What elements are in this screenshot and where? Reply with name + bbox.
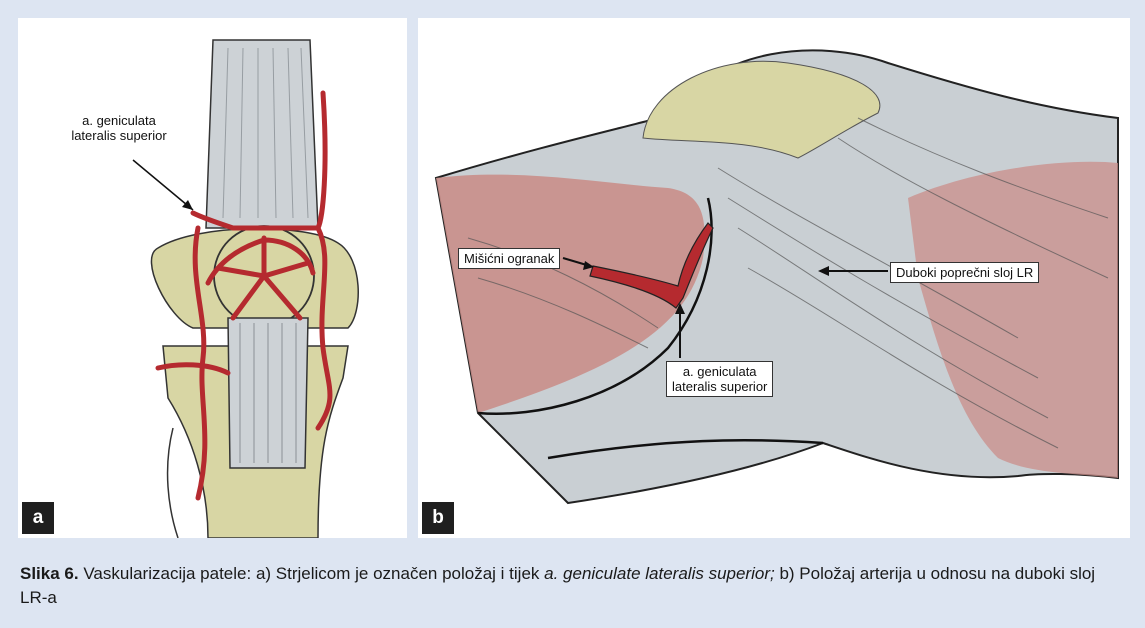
figure-panel-a: a. geniculata lateralis superior a <box>18 18 407 538</box>
muscular-branch-label: Mišićni ogranak <box>458 248 560 269</box>
artery-label-a-line2: lateralis superior <box>54 128 184 143</box>
artery-label-b-line2: lateralis superior <box>672 379 767 394</box>
deep-layer-label: Duboki poprečni sloj LR <box>890 262 1039 283</box>
panel-b-letter: b <box>422 502 454 534</box>
artery-label-a: a. geniculata lateralis superior <box>54 113 184 143</box>
caption-figure-number: Slika 6. <box>20 564 79 583</box>
figure-panel-b: Mišićni ogranak Duboki poprečni sloj LR … <box>418 18 1130 538</box>
artery-label-b: a. geniculata lateralis superior <box>666 361 773 397</box>
knee-vascular-illustration <box>18 18 407 538</box>
caption-text-part1: Vaskularizacija patele: a) Strjelicom je… <box>79 564 545 583</box>
caption-italic-term: a. geniculate lateralis superior; <box>544 564 775 583</box>
artery-label-a-line1: a. geniculata <box>54 113 184 128</box>
panel-a-letter: a <box>22 502 54 534</box>
artery-label-b-line1: a. geniculata <box>672 364 767 379</box>
figure-caption: Slika 6. Vaskularizacija patele: a) Strj… <box>20 562 1120 610</box>
